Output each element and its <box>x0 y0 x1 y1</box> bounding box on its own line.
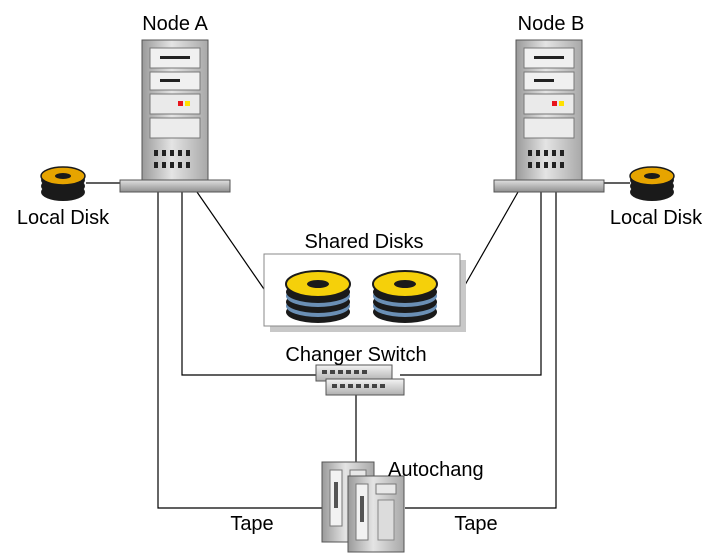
tape-left-label: Tape <box>230 513 273 535</box>
changer-switch-icon[interactable] <box>315 364 405 396</box>
line-nodea-autochanger-tape <box>157 192 322 509</box>
changer-switch-label: Changer Switch <box>285 344 426 366</box>
line-nodea-switch <box>181 192 318 376</box>
local-disk-left-icon[interactable] <box>40 166 86 201</box>
shared-disk-2-icon <box>372 270 438 323</box>
node-a-label: Node A <box>142 13 208 35</box>
led-red <box>552 101 557 106</box>
led-yellow <box>185 101 190 106</box>
line-nodeb-switch <box>400 192 542 376</box>
local-disk-left-label: Local Disk <box>17 207 110 229</box>
shared-disks-box[interactable] <box>263 253 466 332</box>
shared-disk-1-icon <box>285 270 351 323</box>
line-nodea-shared <box>196 191 267 293</box>
autochanger-label: Autochang <box>388 459 484 481</box>
autochanger-icon[interactable] <box>321 461 405 553</box>
tape-right-label: Tape <box>454 513 497 535</box>
shared-disks-label: Shared Disks <box>305 231 424 253</box>
node-b-server[interactable] <box>493 39 605 193</box>
server-base <box>119 179 231 193</box>
node-a-server[interactable] <box>119 39 231 193</box>
server-base <box>493 179 605 193</box>
local-disk-right-icon[interactable] <box>629 166 675 201</box>
led-red <box>178 101 183 106</box>
led-yellow <box>559 101 564 106</box>
node-b-label: Node B <box>518 13 585 35</box>
connection-lines <box>86 182 630 509</box>
line-nodeb-shared <box>460 191 519 293</box>
local-disk-right-label: Local Disk <box>610 207 703 229</box>
line-nodeb-autochanger-tape <box>405 192 557 509</box>
